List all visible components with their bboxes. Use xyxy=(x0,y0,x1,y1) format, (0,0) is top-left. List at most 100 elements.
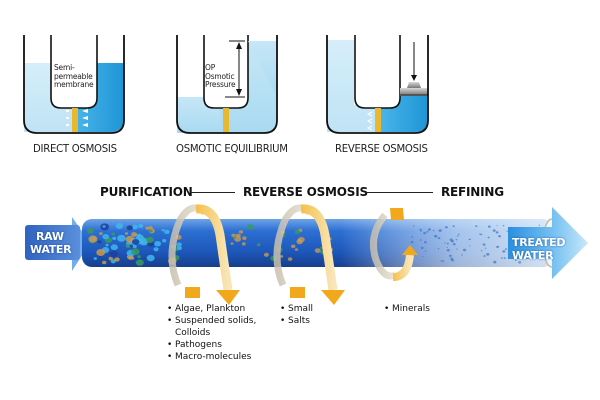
particle xyxy=(124,232,129,235)
piston xyxy=(400,88,428,95)
particle xyxy=(146,254,155,262)
raw-water-label: RAW WATER xyxy=(30,230,72,256)
particle xyxy=(230,242,234,245)
particle xyxy=(132,239,140,245)
treatment-pipeline-illustration xyxy=(25,204,588,305)
particle xyxy=(112,236,117,240)
particle xyxy=(480,233,483,236)
particle xyxy=(241,242,246,246)
particle xyxy=(458,233,460,236)
particle xyxy=(102,260,107,265)
particle xyxy=(503,257,506,259)
particle xyxy=(242,236,247,241)
particle xyxy=(440,260,443,262)
particle xyxy=(437,248,440,250)
particle xyxy=(498,235,501,238)
particle xyxy=(426,231,429,233)
particle xyxy=(482,243,486,246)
particle xyxy=(446,247,448,248)
particle xyxy=(86,228,94,234)
particle xyxy=(287,257,293,261)
particle xyxy=(484,247,487,249)
particle xyxy=(176,242,182,247)
particle xyxy=(117,234,126,242)
particle xyxy=(154,241,162,247)
stage-refining: REFINING xyxy=(441,185,504,199)
particle xyxy=(246,224,254,230)
purification-filter-arrow-icon xyxy=(168,204,240,305)
beaker-osmotic-equilibrium xyxy=(176,35,278,134)
particle xyxy=(469,245,471,247)
particle xyxy=(475,225,478,227)
osmotic-pressure-arrow-icon xyxy=(225,40,245,98)
label-line: Osmotic xyxy=(205,71,235,81)
particle xyxy=(136,233,142,238)
caption-direct-osmosis: DIRECT OSMOSIS xyxy=(33,142,117,155)
particle xyxy=(238,230,244,234)
treated-water-label: TREATED WATER xyxy=(512,236,566,262)
particle xyxy=(486,253,490,256)
particle xyxy=(279,255,284,258)
particle xyxy=(109,250,119,258)
particle xyxy=(96,249,106,256)
stage-divider xyxy=(365,192,433,193)
list-item: Macro-molecules xyxy=(167,351,256,363)
particle xyxy=(487,236,490,239)
particle xyxy=(444,242,446,244)
particle xyxy=(108,256,113,261)
particle xyxy=(138,223,144,228)
particle xyxy=(428,228,431,231)
particle xyxy=(424,250,427,252)
label-line: Pressure xyxy=(205,80,236,89)
particle xyxy=(452,225,455,227)
beaker-reverse-osmosis xyxy=(326,35,429,134)
particle xyxy=(411,236,414,238)
membrane xyxy=(72,108,78,132)
stage-reverse-osmosis: REVERSE OSMOSIS xyxy=(243,185,368,199)
stage-divider xyxy=(190,192,235,193)
list-item: Pathogens xyxy=(167,339,256,351)
semipermeable-membrane-label: Semi- permeable membrane xyxy=(54,63,94,90)
particle xyxy=(131,224,138,230)
particle xyxy=(468,238,470,240)
particle xyxy=(496,245,499,248)
refining-filter-arrow-icon xyxy=(370,208,418,281)
particle xyxy=(445,226,448,229)
label-line: OP xyxy=(205,63,216,72)
osmotic-pressure-label: OP Osmotic Pressure xyxy=(205,63,236,90)
particle xyxy=(502,250,506,253)
beaker-direct-osmosis xyxy=(23,35,125,134)
particle xyxy=(506,230,508,232)
caption-reverse-osmosis: REVERSE OSMOSIS xyxy=(335,142,428,155)
list-item: Algae, Plankton xyxy=(167,303,256,315)
label-line: WATER xyxy=(512,249,554,262)
particle xyxy=(131,232,138,237)
particle xyxy=(256,243,261,247)
label-line: permeable xyxy=(54,71,93,81)
particle xyxy=(479,233,481,235)
particle xyxy=(456,235,459,237)
label-line: membrane xyxy=(54,80,94,89)
pipe xyxy=(82,218,562,268)
particle xyxy=(492,229,496,232)
particle xyxy=(161,229,165,232)
particle xyxy=(128,259,135,264)
particle xyxy=(480,250,483,252)
particle xyxy=(432,230,435,232)
particle xyxy=(263,252,269,257)
particle xyxy=(137,255,141,259)
particle xyxy=(296,239,303,245)
list-item: Minerals xyxy=(384,303,430,315)
stage-purification: PURIFICATION xyxy=(100,185,193,199)
particle xyxy=(126,225,133,231)
particle xyxy=(461,254,463,256)
particle xyxy=(420,246,424,250)
particle xyxy=(538,224,540,226)
particle xyxy=(145,226,150,230)
list-item: Salts xyxy=(280,315,313,327)
particle xyxy=(88,235,98,243)
particle xyxy=(487,225,491,228)
label-line: TREATED xyxy=(512,236,566,249)
particle xyxy=(450,240,454,243)
particle xyxy=(129,244,134,248)
